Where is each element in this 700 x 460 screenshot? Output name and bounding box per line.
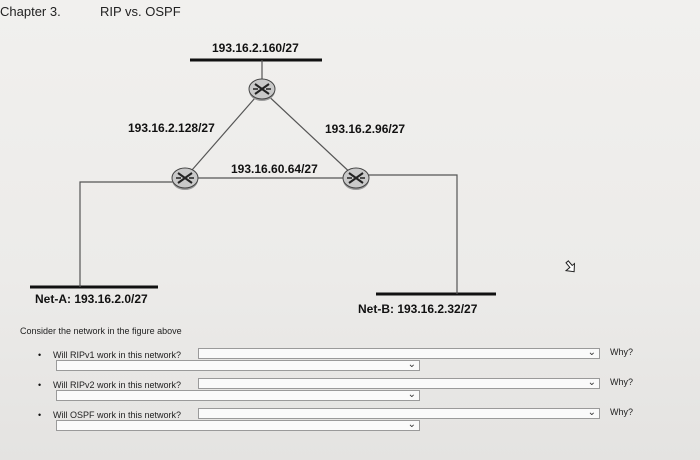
chevron-down-icon[interactable]: ⌄ (407, 419, 416, 430)
question-row-ripv1: • Will RIPv1 work in this network? ⌄ Why… (38, 347, 678, 374)
link-top-right (261, 89, 357, 179)
reason-select-ripv2[interactable]: ⌄ (56, 389, 420, 401)
question-text: Will RIPv2 work in this network? (53, 380, 182, 390)
router-icon (171, 167, 199, 190)
chapter-label: Chapter 3. (0, 4, 61, 19)
left-link-label: 193.16.2.128/27 (128, 121, 215, 135)
topic-title: RIP vs. OSPF (100, 4, 181, 19)
mouse-pointer-icon (564, 260, 576, 273)
chevron-down-icon[interactable]: ⌄ (587, 377, 596, 388)
question-text: Will RIPv1 work in this network? (53, 350, 182, 360)
why-label: Why? (610, 407, 634, 417)
middle-link-label: 193.16.60.64/27 (231, 162, 318, 176)
net-a-label: Net-A: 193.16.2.0/27 (35, 292, 148, 306)
link-right-netb (356, 174, 458, 294)
chevron-down-icon[interactable]: ⌄ (407, 359, 416, 370)
bullet: • (38, 350, 42, 360)
chevron-down-icon[interactable]: ⌄ (407, 389, 416, 400)
link-left-neta (79, 181, 185, 287)
question-row-ospf: • Will OSPF work in this network? ⌄ Why?… (38, 407, 678, 434)
net-b-label: Net-B: 193.16.2.32/27 (358, 302, 478, 316)
question-intro: Consider the network in the figure above (20, 326, 182, 336)
right-link-label: 193.16.2.96/27 (325, 122, 406, 136)
router-icon (248, 78, 276, 101)
chevron-down-icon[interactable]: ⌄ (587, 407, 596, 418)
chevron-down-icon[interactable]: ⌄ (587, 347, 596, 358)
bullet: • (38, 380, 42, 390)
bullet: • (38, 410, 42, 420)
why-label: Why? (610, 347, 634, 357)
router-icon (342, 167, 370, 190)
answer-select-ripv1[interactable]: ⌄ (198, 347, 600, 359)
top-network-label: 193.16.2.160/27 (212, 41, 299, 55)
answer-select-ospf[interactable]: ⌄ (198, 407, 600, 419)
why-label: Why? (610, 377, 634, 387)
reason-select-ripv1[interactable]: ⌄ (56, 359, 420, 371)
reason-select-ospf[interactable]: ⌄ (56, 419, 420, 431)
question-row-ripv2: • Will RIPv2 work in this network? ⌄ Why… (38, 377, 678, 404)
question-text: Will OSPF work in this network? (53, 410, 182, 420)
link-top-left (184, 89, 263, 179)
answer-select-ripv2[interactable]: ⌄ (198, 377, 600, 389)
